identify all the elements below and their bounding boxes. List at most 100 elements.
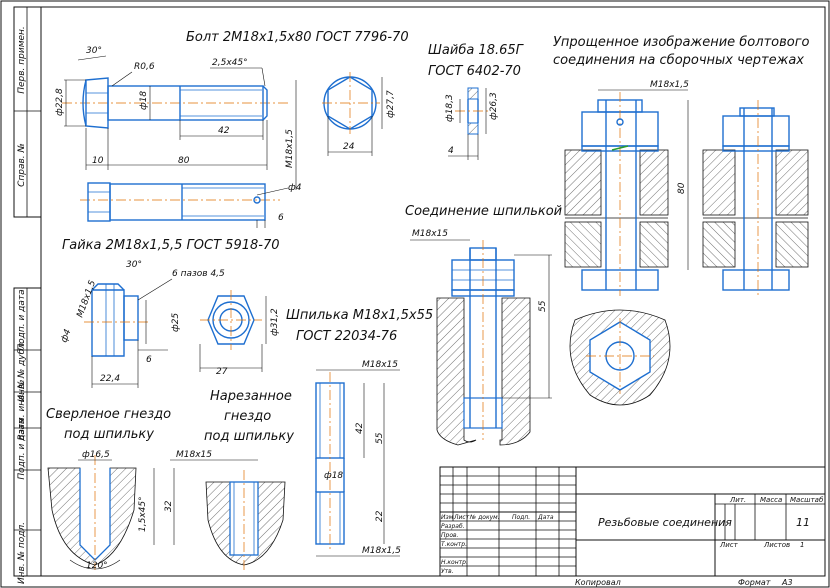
- nut-hole: ф4: [59, 328, 73, 344]
- assembly-top-view: [569, 309, 671, 406]
- nut-across-flats: 27: [216, 367, 228, 377]
- stud-screw-end: 22: [375, 510, 385, 522]
- strip-label-3: Подп. и дата: [17, 289, 27, 350]
- row-checked: Пров.: [441, 532, 459, 539]
- assembly-section-left: М18х1,5 80: [564, 80, 689, 296]
- row-approved: Утв.: [441, 568, 454, 575]
- washer-inner-dia: ф18,3: [445, 94, 455, 122]
- drilled-dia: ф16,5: [82, 450, 110, 460]
- stud-dia: ф18: [324, 471, 343, 481]
- bolt-hole-dia: ф4: [288, 183, 302, 193]
- stud-joint-section: 55: [410, 239, 552, 446]
- drilled-chamfer: 1,5х45°: [138, 496, 148, 532]
- stud-thread-top: М18х15: [362, 360, 398, 370]
- row-developer: Разраб.: [441, 523, 465, 530]
- drilled-title-2: под шпильку: [64, 427, 154, 442]
- stud-length: 55: [375, 432, 385, 444]
- col-header-date: Дата: [537, 514, 554, 521]
- washer-section: ф18,3 ф26,3 4: [445, 87, 499, 160]
- left-strip: Перв. примен. Справ. № Подп. и дата Инв.…: [13, 6, 42, 584]
- lit-label: Лит.: [729, 496, 746, 504]
- nut-across-corners: ф31,2: [270, 308, 280, 336]
- stud-joint-title: Соединение шпилькой: [405, 204, 562, 219]
- stud-title-2: ГОСТ 22034-76: [296, 329, 397, 344]
- scale-value: 11: [796, 516, 810, 529]
- stud-thread-bottom: М18х1,5: [362, 546, 401, 556]
- stud-thread-len: 42: [355, 422, 365, 434]
- bolt-shank-dia: ф18: [139, 91, 149, 110]
- assembly-length: 80: [677, 182, 687, 194]
- washer-title-1: Шайба 18.65Г: [428, 43, 525, 58]
- col-header-list: Лист: [453, 514, 470, 521]
- nut-dia: ф25: [171, 313, 181, 332]
- bolt-dimensions: 30° R0,6 2,5х45° ф22,8 ф18 42 10 80 М18х…: [55, 46, 297, 190]
- format-label: Формат: [738, 578, 771, 587]
- bolt-title: Болт 2М18х1,5х80 ГОСТ 7796-70: [186, 30, 409, 45]
- tapped-title-2: гнездо: [224, 409, 271, 424]
- bolt-radius: R0,6: [134, 62, 155, 72]
- stud-drawing: М18х15 42 55 ф18 22 М18х1,5: [315, 360, 401, 557]
- assembly-title-1: Упрощенное изображение болтового: [553, 35, 810, 50]
- tapped-socket-section: М18х15: [170, 450, 286, 570]
- bolt-chamfer: 2,5х45°: [212, 58, 248, 68]
- bolt-bottom-view: ф4 6: [80, 182, 302, 228]
- col-header-doc: № докум.: [469, 514, 500, 521]
- nut-top-view: 27 ф31,2: [199, 290, 280, 377]
- strip-label-5: Взам. инв. №: [17, 379, 27, 440]
- row-tcontrol: Т.контр.: [441, 541, 467, 548]
- bolt-thread: М18х1,5: [285, 129, 295, 168]
- nut-height: 22,4: [100, 374, 120, 384]
- sheet-label: Лист: [719, 541, 739, 549]
- nut-slot-depth: 6: [146, 355, 152, 365]
- col-header-izm: Изм: [441, 514, 454, 521]
- nut-slots: 6 пазов 4,5: [172, 269, 225, 279]
- nut-thread: М18х1,5: [75, 279, 98, 319]
- sheets-value: 1: [800, 541, 804, 549]
- scale-label: Масштаб: [790, 496, 824, 504]
- bolt-end-view: 24 ф27,7: [322, 72, 396, 156]
- assembly-section-right: [702, 100, 809, 296]
- sheets-label: Листов: [763, 541, 790, 549]
- drilled-title-1: Сверленое гнездо: [46, 407, 171, 422]
- strip-label-6: Подп. и дата: [17, 418, 27, 479]
- bolt-length: 80: [178, 156, 190, 166]
- tapped-title-3: под шпильку: [204, 429, 294, 444]
- copied-label: Копировал: [575, 578, 621, 587]
- bolt-front-view: [62, 77, 290, 129]
- stud-title-1: Шпилька М18х1,5х55: [286, 308, 433, 323]
- drilled-depth: 32: [164, 500, 174, 512]
- drawing-frame: [40, 6, 826, 577]
- bolt-head-height: 10: [92, 156, 104, 166]
- strip-label-4: Инв. № дубл.: [17, 340, 27, 402]
- col-header-sign: Подп.: [512, 514, 530, 521]
- stud-joint-length: 55: [538, 300, 548, 312]
- tapped-title-1: Нарезанное: [210, 389, 292, 404]
- drilled-socket-section: ф16,5 1,5х45° 32 120°: [47, 450, 175, 571]
- bolt-thread-len: 42: [218, 126, 230, 136]
- title-block: Изм Лист № докум. Подп. Дата Разраб. Про…: [439, 466, 826, 577]
- assembly-title-2: соединения на сборочных чертежах: [553, 53, 804, 68]
- strip-label-2: Справ. №: [17, 143, 27, 187]
- strip-label-1: Перв. примен.: [17, 26, 27, 94]
- assembly-thread: М18х1,5: [650, 80, 689, 90]
- format-value: А3: [781, 578, 793, 587]
- washer-title-2: ГОСТ 6402-70: [428, 64, 521, 79]
- bolt-across-corners: ф27,7: [386, 90, 396, 118]
- tapped-thread: М18х15: [176, 450, 212, 460]
- bolt-across-flats: 24: [343, 142, 355, 152]
- bolt-hole-pos: 6: [278, 213, 284, 223]
- nut-title: Гайка 2М18х1,5,5 ГОСТ 5918-70: [62, 238, 279, 253]
- row-ncontrol: Н.контр.: [441, 559, 468, 566]
- title-block-name: Резьбовые соединения: [598, 516, 732, 529]
- washer-thickness: 4: [448, 146, 454, 156]
- washer-outer-dia: ф26,3: [489, 92, 499, 120]
- drilled-angle: 120°: [86, 561, 108, 571]
- bolt-head-dia: ф22,8: [55, 88, 65, 116]
- strip-label-7: Инв. № подл.: [17, 522, 27, 584]
- stud-joint-thread: М18х15: [412, 229, 448, 239]
- mass-label: Масса: [760, 496, 782, 504]
- nut-angle: 30°: [126, 260, 142, 270]
- bolt-angle: 30°: [86, 46, 102, 56]
